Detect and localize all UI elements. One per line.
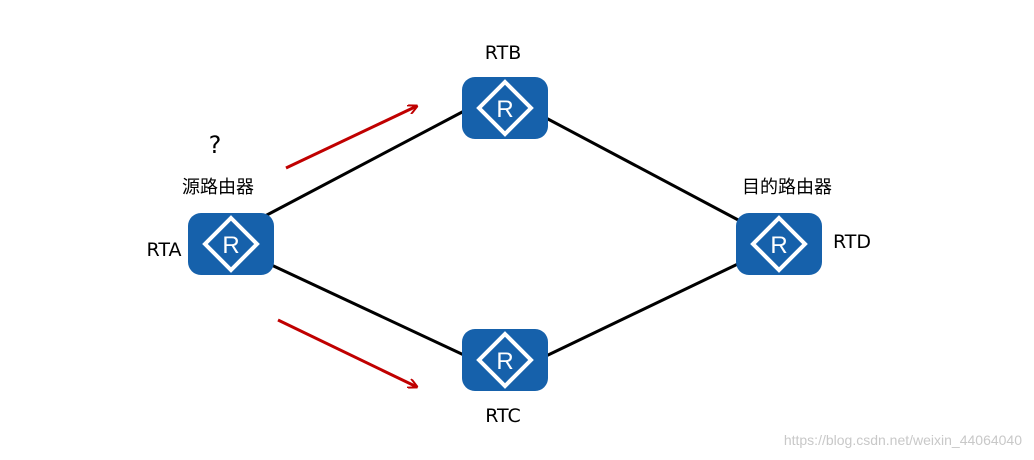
router-label-rtd: RTD	[833, 231, 871, 253]
router-body	[462, 77, 548, 139]
link-rta-rtb	[264, 108, 467, 218]
router-symbol: R	[496, 348, 513, 375]
arrow-to-rtc	[277, 318, 417, 387]
link-rtb-rtd	[545, 116, 743, 224]
router-label-rta: RTA	[147, 239, 182, 261]
router-diamond-icon	[476, 79, 534, 137]
router-symbol: R	[496, 96, 513, 123]
router-diamond-icon	[750, 215, 808, 273]
router-diamond-icon	[202, 215, 260, 273]
router-body	[462, 329, 548, 391]
router-symbol: R	[770, 232, 787, 259]
router-diamond-icon	[476, 331, 534, 389]
router-rtb: R	[462, 77, 548, 139]
router-symbol: R	[222, 232, 239, 259]
router-rtd: R	[736, 213, 822, 275]
arrow-to-rtb	[285, 106, 417, 170]
watermark: https://blog.csdn.net/weixin_44064040	[784, 432, 1022, 448]
router-body	[188, 213, 274, 275]
router-label-rtc: RTC	[485, 405, 521, 427]
link-rta-rtc	[264, 260, 467, 358]
router-body	[736, 213, 822, 275]
destination-router-label: 目的路由器	[742, 177, 832, 198]
question-mark: ?	[209, 131, 222, 159]
router-label-rtb: RTB	[485, 42, 521, 64]
link-rtc-rtd	[545, 260, 743, 358]
source-router-label: 源路由器	[182, 177, 254, 198]
router-rta: R	[188, 213, 274, 275]
router-rtc: R	[462, 329, 548, 391]
